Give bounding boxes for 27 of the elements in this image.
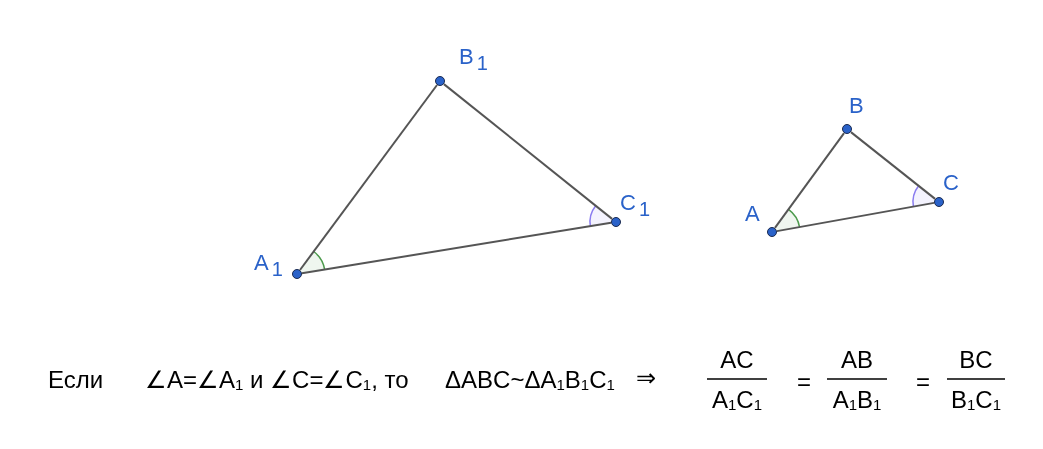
vertex-point <box>934 197 944 207</box>
fraction-term: AB <box>841 345 873 375</box>
vertex-point <box>435 76 445 86</box>
triangle-side <box>299 84 438 271</box>
triangle-side <box>773 132 846 229</box>
formula-text: = <box>797 367 811 397</box>
vertex-point <box>611 217 621 227</box>
triangle-side <box>442 83 614 220</box>
vertex-point <box>767 227 777 237</box>
fraction-term: AC <box>720 345 754 375</box>
vertex-point <box>292 269 302 279</box>
formula-text: ΔABC~ΔA$_{1}$B$_{1}$C$_{1}$ <box>445 365 615 395</box>
formula-text: Если <box>48 365 104 395</box>
fraction-term: B$_{1}$C$_{1}$ <box>951 385 1001 415</box>
fraction-term: BC <box>959 345 993 375</box>
fraction-term: A$_{1}$C$_{1}$ <box>712 385 762 415</box>
vertex-label: A <box>745 203 760 225</box>
vertex-label: B <box>849 95 864 117</box>
formula-text: ⇒ <box>636 363 656 393</box>
vertex-label: C <box>943 172 959 194</box>
triangle-side <box>849 131 937 200</box>
triangle-side <box>775 201 936 233</box>
triangle-side <box>300 221 613 275</box>
formula-text: ∠A=∠A$_{1}$ и ∠C=∠C$_{1}$, то <box>145 365 409 395</box>
formula-text: = <box>916 367 930 397</box>
vertex-point <box>842 124 852 134</box>
fraction-term: A$_{1}$B$_{1}$ <box>832 385 882 415</box>
